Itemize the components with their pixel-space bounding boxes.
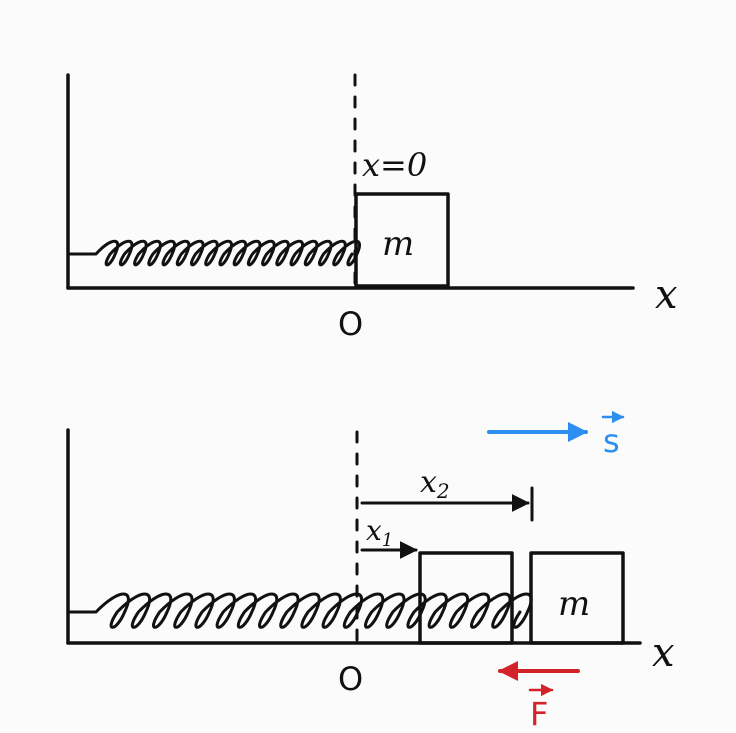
- displacement-label: s: [603, 422, 620, 460]
- top-origin-label: x=0: [362, 146, 427, 184]
- top-mass-block: [354, 192, 450, 288]
- x2-label: x2: [420, 465, 450, 503]
- top-spring: [68, 239, 361, 267]
- bottom-mass-label: m: [558, 584, 590, 624]
- bottom-origin-tick: O: [338, 660, 363, 698]
- mass-block-position-2: [529, 551, 625, 645]
- bottom-spring: [68, 592, 533, 629]
- x1-label: x1: [366, 514, 393, 551]
- mass-block-position-1: [418, 551, 514, 645]
- top-axis-label: x: [655, 272, 678, 318]
- bottom-axis-label: x: [652, 630, 675, 676]
- force-label: F: [530, 695, 548, 733]
- bottom-panel: m x1 x2 O x s F: [66, 410, 675, 733]
- top-origin-tick: O: [338, 305, 363, 343]
- top-mass-label: m: [382, 224, 414, 264]
- top-panel: m x=0 O x: [66, 73, 678, 343]
